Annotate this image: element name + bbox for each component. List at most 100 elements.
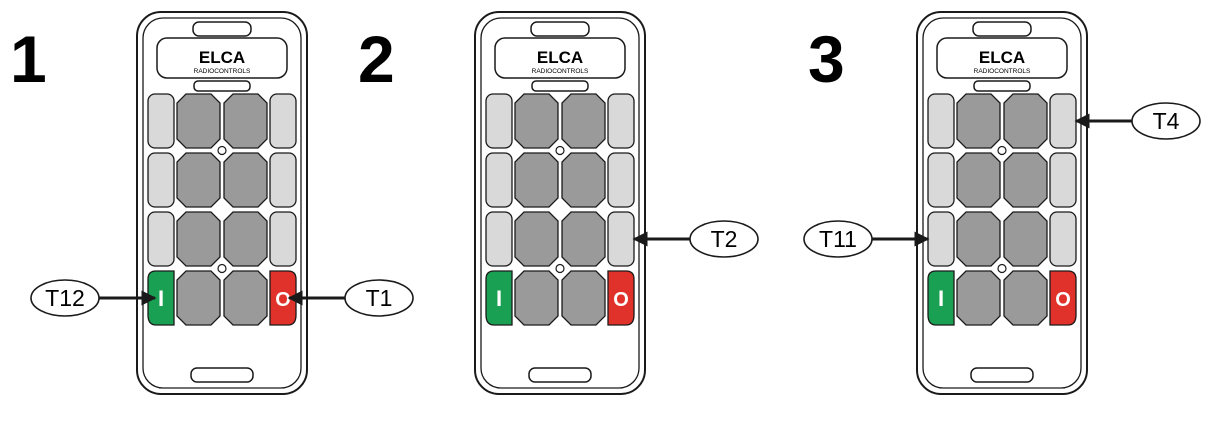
- side-key-row-1-left[interactable]: [485, 93, 513, 149]
- center-key-row-1-right[interactable]: [1003, 93, 1048, 149]
- side-key-row-3-right[interactable]: [1049, 211, 1077, 267]
- side-key-row-3-right[interactable]: [607, 211, 635, 267]
- remote-body-inner-outline: [922, 17, 1082, 389]
- center-key-row-2-left[interactable]: [956, 152, 1001, 208]
- side-key-row-2-right[interactable]: [607, 152, 635, 208]
- step-number-2: 2: [358, 22, 395, 96]
- center-key-row-1-left[interactable]: [514, 93, 559, 149]
- bottom-slot: [970, 367, 1034, 383]
- side-key-row-1-left[interactable]: [147, 93, 175, 149]
- upper-slot: [973, 80, 1031, 92]
- side-key-row-1-left[interactable]: [927, 93, 955, 149]
- logo-plate: [156, 37, 288, 79]
- bottom-slot: [528, 367, 592, 383]
- callout-label: T2: [711, 226, 738, 252]
- center-key-row-1-left[interactable]: [956, 93, 1001, 149]
- upper-slot: [531, 80, 589, 92]
- callout-bubble: [803, 220, 873, 258]
- key-separator-dot: [217, 145, 227, 156]
- center-key-row-3-left[interactable]: [956, 211, 1001, 267]
- center-key-row-3-right[interactable]: [223, 211, 268, 267]
- callout-label: T4: [1153, 108, 1180, 134]
- center-key-row-4-left[interactable]: [514, 270, 559, 326]
- side-key-row-3-right[interactable]: [269, 211, 297, 267]
- top-slot: [972, 21, 1032, 37]
- side-key-row-3-left[interactable]: [147, 211, 175, 267]
- center-key-row-2-right[interactable]: [561, 152, 606, 208]
- side-key-row-1-right[interactable]: [1049, 93, 1077, 149]
- remote-body-inner-outline: [142, 17, 302, 389]
- callout-label: T11: [819, 226, 857, 252]
- top-slot: [530, 21, 590, 37]
- callout-label: T1: [366, 285, 393, 311]
- center-key-row-2-right[interactable]: [1003, 152, 1048, 208]
- stop-button[interactable]: [1049, 270, 1077, 326]
- side-key-row-1-right[interactable]: [607, 93, 635, 149]
- callout-bubble: [344, 279, 414, 317]
- side-key-row-2-left[interactable]: [927, 152, 955, 208]
- stop-button[interactable]: [269, 270, 297, 326]
- callout-t11: T11: [803, 220, 930, 258]
- logo-plate: [494, 37, 626, 79]
- stop-button-symbol: O: [613, 289, 629, 311]
- center-key-row-1-right[interactable]: [223, 93, 268, 149]
- side-key-row-2-left[interactable]: [147, 152, 175, 208]
- start-button-symbol: I: [158, 286, 164, 311]
- callout-label: T12: [45, 285, 85, 311]
- upper-slot: [193, 80, 251, 92]
- start-button[interactable]: [147, 270, 175, 326]
- key-separator-dot: [997, 145, 1007, 156]
- start-button[interactable]: [485, 270, 513, 326]
- center-key-row-4-right[interactable]: [1003, 270, 1048, 326]
- brand-logo: ELCA: [979, 48, 1025, 67]
- brand-logo: ELCA: [199, 48, 245, 67]
- center-key-row-3-right[interactable]: [561, 211, 606, 267]
- brand-subtitle: RADIOCONTROLS: [974, 68, 1031, 75]
- brand-subtitle: RADIOCONTROLS: [532, 68, 589, 75]
- side-key-row-3-left[interactable]: [927, 211, 955, 267]
- callout-bubble: [30, 279, 100, 317]
- center-key-row-1-right[interactable]: [561, 93, 606, 149]
- center-key-row-2-left[interactable]: [514, 152, 559, 208]
- side-key-row-2-left[interactable]: [485, 152, 513, 208]
- callout-t1: T1: [287, 279, 414, 317]
- center-key-row-4-right[interactable]: [561, 270, 606, 326]
- callout-t4: T4: [1074, 102, 1201, 140]
- side-key-row-2-right[interactable]: [269, 152, 297, 208]
- callout-t12: T12: [30, 279, 157, 317]
- key-separator-dot: [997, 263, 1007, 274]
- side-key-row-3-left[interactable]: [485, 211, 513, 267]
- side-key-row-2-right[interactable]: [1049, 152, 1077, 208]
- center-key-row-4-right[interactable]: [223, 270, 268, 326]
- brand-logo: ELCA: [537, 48, 583, 67]
- callout-bubble: [1131, 102, 1201, 140]
- center-key-row-4-left[interactable]: [956, 270, 1001, 326]
- start-button-symbol: I: [938, 286, 944, 311]
- stop-button[interactable]: [607, 270, 635, 326]
- center-key-row-3-right[interactable]: [1003, 211, 1048, 267]
- center-key-row-2-right[interactable]: [223, 152, 268, 208]
- callout-t2: T2: [632, 220, 759, 258]
- top-slot: [192, 21, 252, 37]
- center-key-row-4-left[interactable]: [176, 270, 221, 326]
- center-key-row-3-left[interactable]: [176, 211, 221, 267]
- center-key-row-3-left[interactable]: [514, 211, 559, 267]
- step-number-3: 3: [808, 22, 845, 96]
- center-key-row-1-left[interactable]: [176, 93, 221, 149]
- center-key-row-2-left[interactable]: [176, 152, 221, 208]
- bottom-slot: [190, 367, 254, 383]
- key-separator-dot: [555, 145, 565, 156]
- logo-plate: [936, 37, 1068, 79]
- start-button[interactable]: [927, 270, 955, 326]
- stop-button-symbol: O: [1055, 289, 1071, 311]
- start-button-symbol: I: [496, 286, 502, 311]
- callout-bubble: [689, 220, 759, 258]
- side-key-row-1-right[interactable]: [269, 93, 297, 149]
- remote-body-inner-outline: [480, 17, 640, 389]
- key-separator-dot: [555, 263, 565, 274]
